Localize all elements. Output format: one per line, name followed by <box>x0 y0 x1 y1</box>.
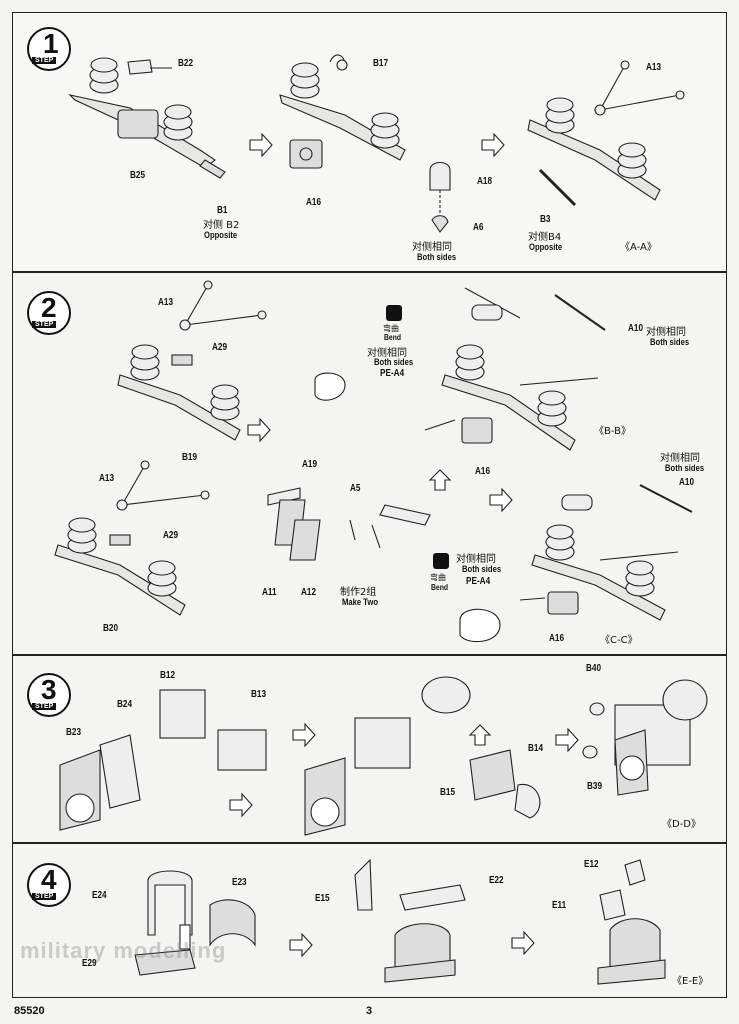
note-en: Both sides <box>650 337 690 347</box>
part-label: E24 <box>92 890 107 901</box>
part-label: B15 <box>440 787 456 798</box>
part-label: E12 <box>584 859 599 870</box>
part-label: B12 <box>160 670 176 681</box>
axle-assembly-1 <box>68 57 226 179</box>
shock-parts <box>267 487 431 561</box>
axle-assembly-4 <box>117 280 267 441</box>
part-label: E15 <box>315 893 330 904</box>
axle-assembly-3 <box>527 60 685 207</box>
step-3-panel <box>12 655 727 843</box>
note-en: Bend <box>384 333 401 342</box>
note-en: Both sides <box>665 463 705 473</box>
note-cn: 制作2组 <box>340 587 377 598</box>
part-label: B14 <box>528 743 544 754</box>
step-word: STEP <box>32 57 57 64</box>
part-label: A19 <box>302 459 318 470</box>
axle-assembly-6 <box>441 287 606 451</box>
part-label: A11 <box>262 587 277 598</box>
note-cn: 对侧相同 <box>367 348 407 359</box>
part-label: A10 <box>628 323 644 334</box>
part-label: A29 <box>163 530 179 541</box>
page-number: 3 <box>366 1005 373 1017</box>
part-label: B24 <box>117 699 133 710</box>
part-label: B25 <box>130 170 146 181</box>
part-label: B22 <box>178 58 194 69</box>
part-label: A13 <box>646 62 662 73</box>
part-label: A12 <box>301 587 317 598</box>
note-cn: 对侧相同 <box>660 453 700 464</box>
axle-assembly-7 <box>531 484 693 621</box>
note-en: Make Two <box>342 597 378 607</box>
step-3-badge: 3 STEP <box>26 672 72 718</box>
step-number: 2 <box>41 292 57 323</box>
part-label: A16 <box>306 197 322 208</box>
section-label: 《B-B》 <box>594 426 631 437</box>
part-label: B40 <box>586 663 602 674</box>
part-label: B13 <box>251 689 267 700</box>
part-label: E11 <box>552 900 567 911</box>
note-cn: 对侧相同 <box>456 554 496 565</box>
note-en: Both sides <box>462 564 502 574</box>
note-en: Both sides <box>417 252 457 262</box>
step-4-panel <box>12 843 727 998</box>
note-en: Opposite <box>529 242 563 252</box>
step-word: STEP <box>32 703 57 710</box>
step-4-badge: 4 STEP <box>26 862 72 908</box>
part-label: A13 <box>158 297 174 308</box>
part-label: PE-A4 <box>380 368 405 379</box>
part-label: B3 <box>540 214 551 225</box>
section-label: 《C-C》 <box>600 635 638 646</box>
step-word: STEP <box>32 893 57 900</box>
mount-parts <box>134 858 666 985</box>
part-label: B20 <box>103 623 119 634</box>
step-number: 3 <box>41 674 57 705</box>
part-label: E23 <box>232 877 247 888</box>
section-label: 《A-A》 <box>620 242 657 253</box>
step-1-badge: 1 STEP <box>26 26 72 72</box>
part-label: B39 <box>587 781 603 792</box>
axle-assembly-2 <box>279 54 451 233</box>
part-label: E29 <box>82 958 97 969</box>
note-cn: 对侧相同 <box>412 242 452 253</box>
note-en: Opposite <box>204 230 238 240</box>
note-cn: 弯曲 <box>430 573 446 582</box>
axle-assembly-5 <box>54 460 210 616</box>
part-label: B1 <box>217 205 228 216</box>
part-label: PE-A4 <box>466 576 491 587</box>
part-label: B17 <box>373 58 389 69</box>
part-label: E22 <box>489 875 504 886</box>
part-label: A5 <box>350 483 361 494</box>
part-label: A29 <box>212 342 228 353</box>
step-2-badge: 2 STEP <box>26 290 72 336</box>
section-label: 《D-D》 <box>662 819 702 830</box>
gearbox-parts <box>59 676 708 836</box>
note-cn: 对侧B4 <box>528 232 562 243</box>
bend-icon <box>433 553 449 569</box>
bend-icon <box>386 305 402 321</box>
step-number: 1 <box>43 28 59 59</box>
note-cn: 弯曲 <box>383 324 399 333</box>
step-number: 4 <box>41 864 57 895</box>
part-label: B23 <box>66 727 82 738</box>
note-cn: 对侧 B2 <box>203 220 240 231</box>
part-label: A10 <box>679 477 695 488</box>
part-label: A6 <box>473 222 484 233</box>
part-label: A16 <box>475 466 491 477</box>
note-cn: 对侧相同 <box>646 327 686 338</box>
part-label: B19 <box>182 452 198 463</box>
watermark: military modelling <box>20 938 227 963</box>
part-label: A16 <box>549 633 565 644</box>
note-en: Both sides <box>374 357 414 367</box>
step-2-panel <box>12 272 727 655</box>
part-label: A18 <box>477 176 493 187</box>
kit-code: 85520 <box>14 1005 45 1017</box>
note-en: Bend <box>431 583 448 592</box>
section-label: 《E-E》 <box>672 976 709 987</box>
step-word: STEP <box>32 321 57 328</box>
part-label: A13 <box>99 473 115 484</box>
